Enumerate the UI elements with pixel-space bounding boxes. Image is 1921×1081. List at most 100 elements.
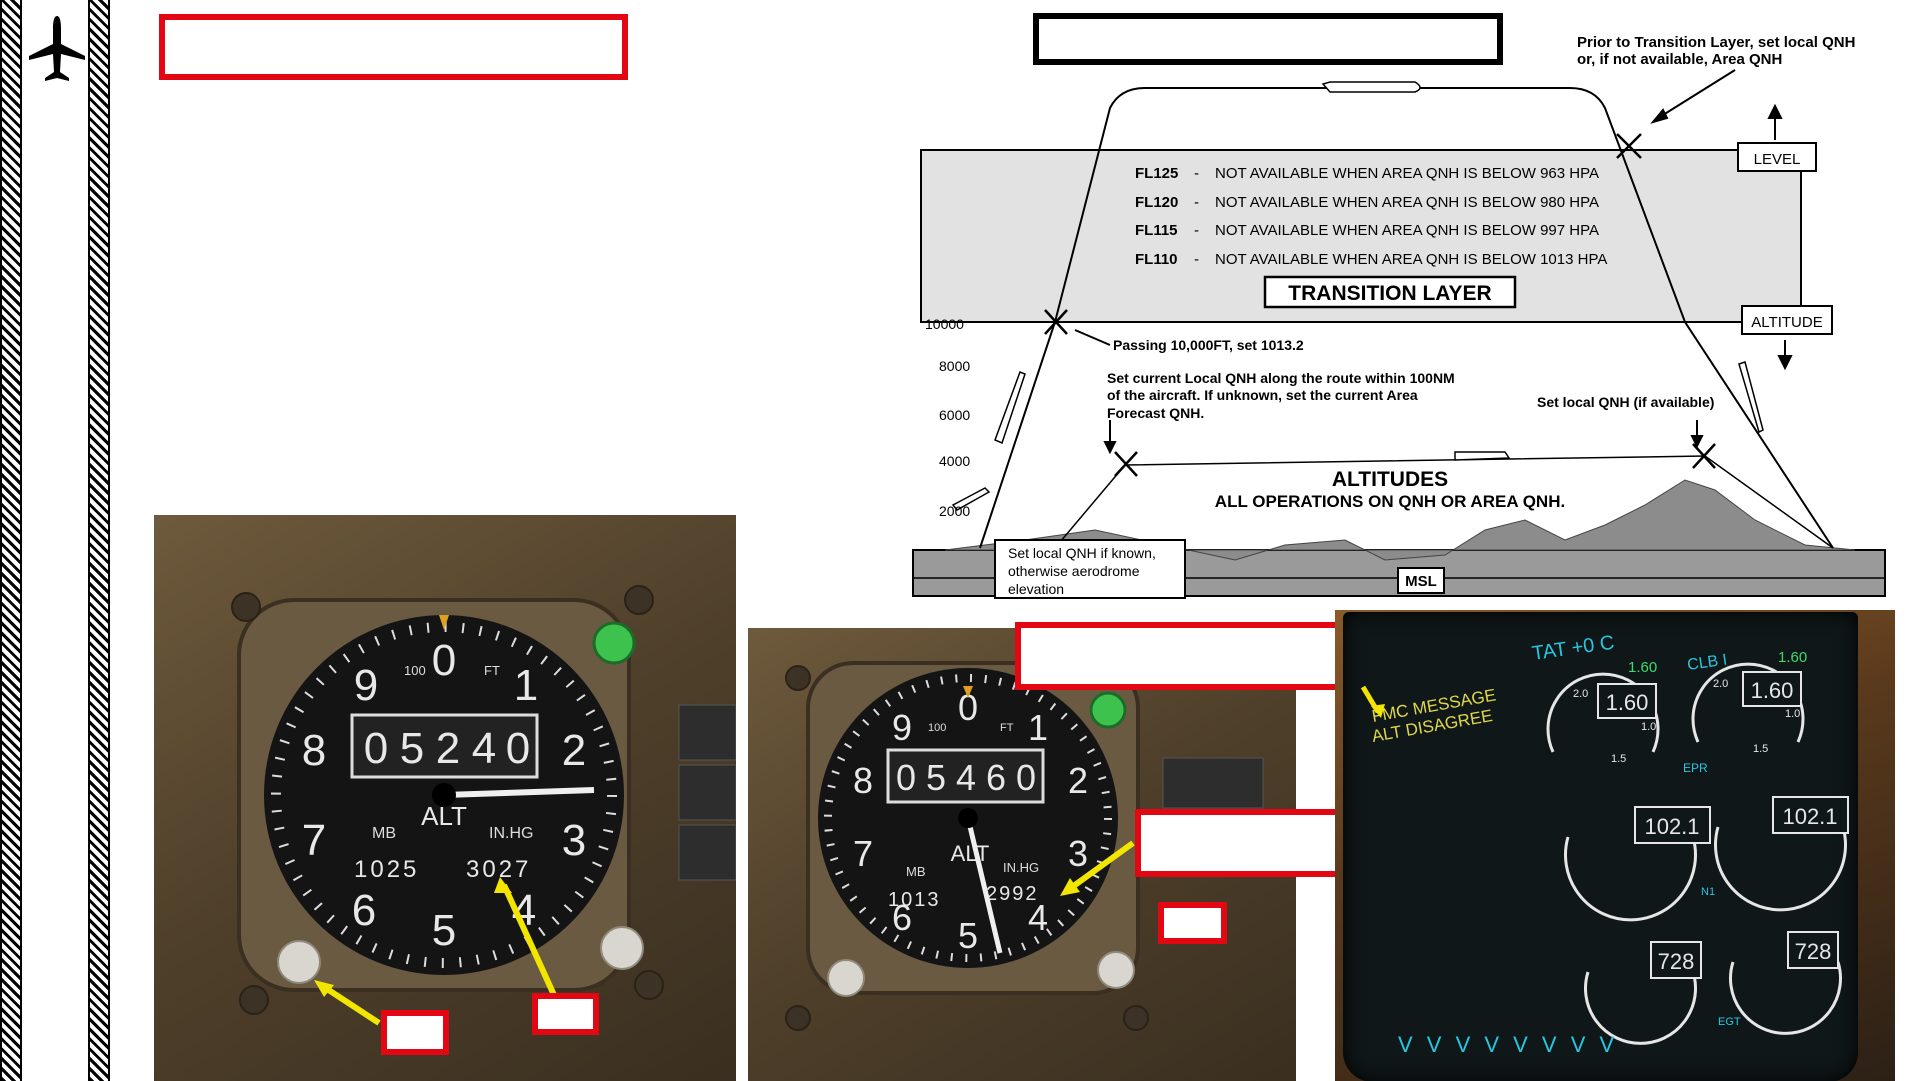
top-note-line2: or, if not available, Area QNH	[1577, 51, 1782, 68]
alt2-counter-digit: 6	[986, 757, 1006, 798]
altitudes-title: ALTITUDES	[1332, 468, 1448, 491]
alt1-counter-digit: 4	[472, 724, 496, 773]
eicas-n1-label: N1	[1701, 886, 1715, 898]
alt1-ft-label: FT	[484, 663, 500, 678]
alt-tick-4000: 4000	[939, 453, 970, 469]
altitude-label: ALTITUDE	[1751, 314, 1822, 331]
eicas-epr-right: 1.60	[1751, 678, 1794, 703]
alt2-counter-digit: 0	[896, 757, 916, 798]
alt2-dial-9: 9	[892, 707, 912, 748]
altimeter-1-graphic: 0 1 2 3 4 5 6 7 8 9 100 FT 0 5 2 4 0 ALT…	[154, 515, 736, 1081]
alt2-right-knob[interactable]	[1098, 952, 1134, 988]
alt-tick-2000: 2000	[939, 503, 970, 519]
fl125-label: FL125	[1135, 165, 1178, 182]
aerodrome-note-2: otherwise aerodrome	[1008, 563, 1140, 579]
alt1-baro-knob[interactable]	[278, 941, 320, 983]
alt1-mb-window: 1025	[354, 856, 419, 883]
alt1-dial-7: 7	[302, 816, 326, 865]
alt2-dial-7: 7	[853, 833, 873, 874]
route-note-1: Set current Local QNH along the route wi…	[1107, 370, 1455, 386]
eicas-epr-ref-left: 1.60	[1628, 659, 1657, 676]
altimeter-photo-1: 0 1 2 3 4 5 6 7 8 9 100 FT 0 5 2 4 0 ALT…	[154, 515, 736, 1081]
fl115-text: NOT AVAILABLE WHEN AREA QNH IS BELOW 997…	[1215, 222, 1599, 239]
alt-tick-8000: 8000	[939, 358, 970, 374]
eicas-egt-right: 728	[1795, 939, 1832, 964]
altimetry-procedure-chart: Prior to Transition Layer, set local QNH…	[905, 0, 1905, 600]
alt2-mb-window: 1013	[888, 889, 941, 911]
eicas-egt-left: 728	[1658, 949, 1695, 974]
eicas-chevrons: V V V V V V V V	[1398, 1032, 1618, 1057]
alt-tick-6000: 6000	[939, 407, 970, 423]
local-qnh-note: Set local QNH (if available)	[1537, 394, 1714, 410]
alt1-inhg-window: 3027	[466, 856, 531, 883]
alt2-dial-2: 2	[1068, 760, 1088, 801]
alt2-dial-1: 1	[1028, 707, 1048, 748]
alt1-dial-3: 3	[562, 816, 586, 865]
alt1-green-light	[594, 623, 634, 663]
alt2-green-light	[1091, 693, 1125, 727]
airplane-icon	[26, 14, 88, 84]
alt1-dial-5: 5	[432, 906, 456, 955]
eicas-n1-left: 102.1	[1644, 814, 1699, 839]
eicas-scale-20-right: 2.0	[1713, 678, 1728, 690]
eicas-scale-10-right: 1.0	[1785, 708, 1800, 720]
alt2-dial-8: 8	[853, 760, 873, 801]
eicas-display-photo: TAT +0 C FMC MESSAGE ALT DISAGREE CLB I …	[1335, 610, 1895, 1081]
eicas-epr-ref-right: 1.60	[1778, 649, 1807, 666]
top-note-line1: Prior to Transition Layer, set local QNH	[1577, 34, 1855, 51]
left-hatch-border	[0, 0, 22, 1081]
eicas-graphic: TAT +0 C FMC MESSAGE ALT DISAGREE CLB I …	[1343, 612, 1858, 1081]
callout-box-inhg	[532, 993, 599, 1035]
alt2-mb-label: MB	[906, 864, 926, 879]
eicas-scale-15-left: 1.5	[1611, 753, 1626, 765]
alt2-counter-digit: 0	[1016, 757, 1036, 798]
transition-layer-label: TRANSITION LAYER	[1288, 282, 1491, 305]
alt2-alt-label: ALT	[951, 841, 990, 866]
eicas-scale-10-left: 1.0	[1641, 721, 1656, 733]
callout-box-baro-knob	[381, 1010, 449, 1055]
aerodrome-note-1: Set local QNH if known,	[1008, 545, 1156, 561]
alt1-dial-6: 6	[352, 886, 376, 935]
eicas-tat: TAT +0 C	[1531, 632, 1616, 665]
fl125-text: NOT AVAILABLE WHEN AREA QNH IS BELOW 963…	[1215, 165, 1599, 182]
alt1-counter-digit: 0	[364, 724, 388, 773]
svg-text:-: -	[1194, 251, 1199, 268]
route-note-2: of the aircraft. If unknown, set the cur…	[1107, 387, 1418, 403]
alt2-inhg-window: 2992	[986, 883, 1039, 905]
alt1-hundred-label: 100	[404, 663, 426, 678]
fl120-text: NOT AVAILABLE WHEN AREA QNH IS BELOW 980…	[1215, 194, 1599, 211]
alt2-inhg-label: IN.HG	[1003, 860, 1039, 875]
eicas-epr-left: 1.60	[1606, 690, 1649, 715]
eicas-egt-label: EGT	[1718, 1016, 1741, 1028]
eicas-epr-label: EPR	[1683, 761, 1708, 775]
fl110-label: FL110	[1135, 251, 1178, 268]
alt1-dial-1: 1	[514, 661, 538, 710]
eicas-screen: TAT +0 C FMC MESSAGE ALT DISAGREE CLB I …	[1343, 612, 1858, 1081]
alt2-ft-label: FT	[1000, 722, 1014, 734]
alt2-dial-3: 3	[1068, 833, 1088, 874]
alt1-dial-9: 9	[354, 661, 378, 710]
level-label: LEVEL	[1754, 151, 1801, 168]
alt2-counter-digit: 5	[926, 757, 946, 798]
right-hatch-border	[88, 0, 110, 1081]
callout-box-small	[1158, 902, 1227, 944]
svg-text:-: -	[1194, 165, 1199, 182]
alt1-dial-0: 0	[432, 636, 456, 685]
aerodrome-note-3: elevation	[1008, 581, 1064, 597]
alt-tick-10000: 10000	[925, 316, 964, 332]
alt1-counter-digit: 5	[400, 724, 424, 773]
alt1-right-knob[interactable]	[601, 927, 643, 969]
fl115-label: FL115	[1135, 222, 1178, 239]
title-callout-box	[159, 14, 628, 80]
altitudes-subtitle: ALL OPERATIONS ON QNH OR AREA QNH.	[1215, 492, 1565, 511]
eicas-n1-right: 102.1	[1782, 804, 1837, 829]
alt1-dial-2: 2	[562, 726, 586, 775]
alt2-baro-knob[interactable]	[828, 960, 864, 996]
alt2-hundred-label: 100	[928, 722, 946, 734]
alt1-counter-digit: 2	[436, 724, 460, 773]
svg-text:-: -	[1194, 222, 1199, 239]
passing-note: Passing 10,000FT, set 1013.2	[1113, 337, 1304, 353]
alt1-counter-digit: 0	[506, 724, 530, 773]
alt1-dial-8: 8	[302, 726, 326, 775]
fl120-label: FL120	[1135, 194, 1178, 211]
